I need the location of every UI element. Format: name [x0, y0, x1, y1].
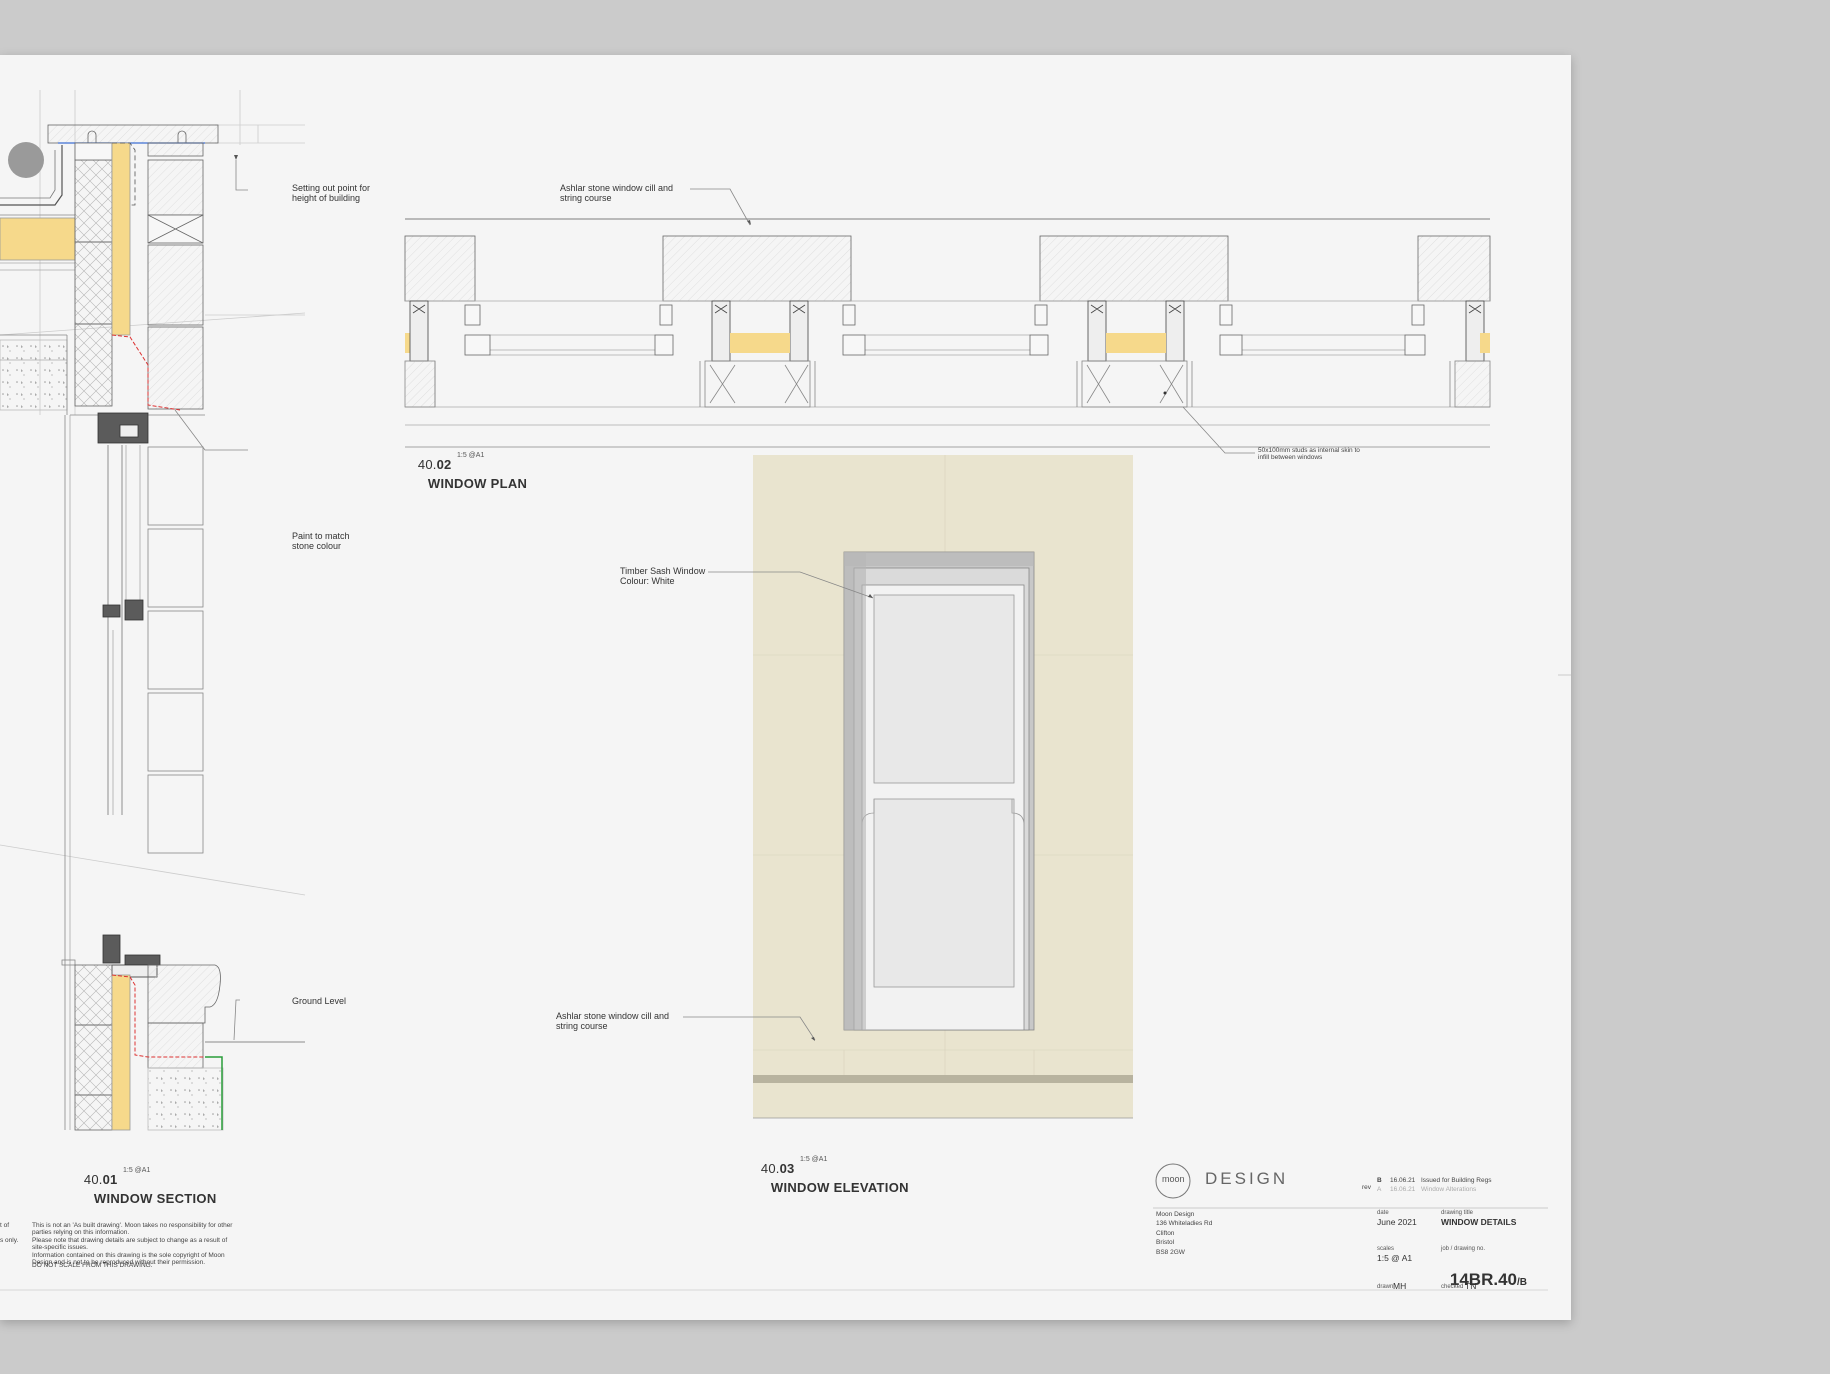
plan-view-label: 40.02 WINDOW PLAN: [417, 457, 528, 491]
scales-label: scales: [1377, 1246, 1395, 1252]
window-section-drawing: [0, 90, 306, 1131]
drawing-number-main: 14BR.40: [1449, 1270, 1517, 1290]
moon-logo-text: moon: [1162, 1174, 1185, 1184]
window-elevation-drawing: [683, 455, 1133, 1119]
sash-note: Timber Sash Window Colour: White: [620, 566, 706, 587]
moon-logo-circle: [1155, 1163, 1191, 1199]
disclaimer-text: This is not an 'As built drawing'. Moon …: [32, 1222, 233, 1267]
drawing-number-label: job / drawing no.: [1441, 1246, 1486, 1252]
title-block-lines: [0, 1207, 1548, 1291]
checked-value: TN: [1465, 1281, 1477, 1291]
elevation-cill-note: Ashlar stone window cill and string cour…: [556, 1011, 670, 1032]
brand-design-text: DESIGN: [1205, 1169, 1289, 1188]
revision-a-code: A: [1377, 1186, 1382, 1193]
drawing-canvas: [0, 90, 1571, 1291]
drawing-number: 14BR.40/B: [1441, 1252, 1527, 1291]
revision-b-code: B: [1377, 1177, 1382, 1184]
section-view-number: 40.: [83, 1172, 103, 1188]
plan-view-title: WINDOW PLAN: [427, 475, 528, 491]
drawing-title-label: drawing title: [1441, 1210, 1474, 1216]
scales-value: 1:5 @ A1: [1377, 1253, 1413, 1263]
plan-view-scale: 1:5 @A1: [457, 452, 485, 459]
studs-note: 50x100mm studs as internal skin to infil…: [1258, 447, 1360, 462]
date-value: June 2021: [1377, 1217, 1417, 1227]
drawn-label: drawn: [1377, 1284, 1394, 1290]
revision-b-description: Issued for Building Regs: [1421, 1177, 1492, 1184]
rev-label: rev: [1362, 1184, 1372, 1191]
elevation-view-number: 40.: [760, 1161, 780, 1177]
elevation-view-title: WINDOW ELEVATION: [770, 1179, 909, 1195]
disclaimer-edge-text: t of s only.: [0, 1222, 19, 1244]
drawing-sheet: Setting out point for height of building…: [0, 55, 1571, 1320]
checked-label: checked: [1441, 1284, 1464, 1290]
drawing-number-suffix: /B: [1517, 1277, 1527, 1289]
window-plan-drawing: [404, 188, 1491, 454]
office-address: Moon Design 136 Whiteladies Rd Clifton B…: [1156, 1211, 1213, 1256]
do-not-scale-text: DO NOT SCALE FROM THIS DRAWING.: [32, 1262, 153, 1269]
elevation-view-scale: 1:5 @A1: [800, 1156, 828, 1163]
section-view-label: 40.01 WINDOW SECTION: [83, 1172, 217, 1206]
date-label: date: [1377, 1210, 1389, 1216]
plan-cill-note: Ashlar stone window cill and string cour…: [560, 183, 674, 204]
revision-a-description: Window Alterations: [1421, 1186, 1477, 1193]
drawing-title-value: WINDOW DETAILS: [1441, 1217, 1517, 1227]
setting-out-note: Setting out point for height of building: [292, 183, 371, 204]
plan-view-number: 40.: [417, 457, 437, 473]
section-view-scale: 1:5 @A1: [123, 1167, 151, 1174]
ground-level-note: Ground Level: [292, 996, 347, 1006]
drawn-value: MH: [1393, 1281, 1407, 1291]
elevation-view-label: 40.03 WINDOW ELEVATION: [760, 1161, 909, 1195]
section-view-title: WINDOW SECTION: [93, 1190, 217, 1206]
revision-a-date: 16.06.21: [1390, 1186, 1416, 1193]
paint-note: Paint to match stone colour: [292, 531, 350, 552]
revision-b-date: 16.06.21: [1390, 1177, 1416, 1184]
